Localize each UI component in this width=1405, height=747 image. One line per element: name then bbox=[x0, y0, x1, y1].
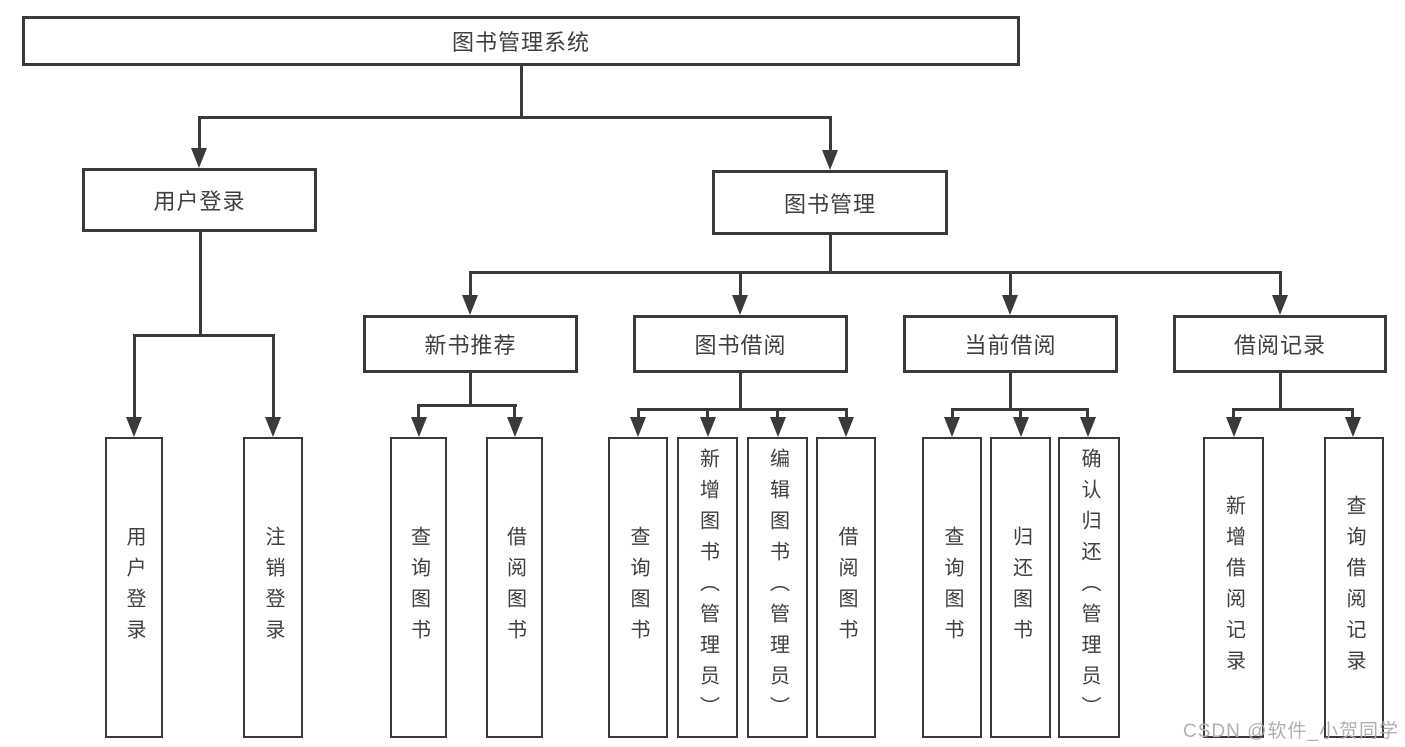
arrowhead-book-management bbox=[822, 150, 838, 170]
leaf-query-borrow-record: 查询借阅记录 bbox=[1324, 437, 1384, 738]
node-current-borrowing: 当前借阅 bbox=[903, 315, 1118, 373]
leaf-borrow-books-2: 借阅图书 bbox=[816, 437, 876, 738]
node-book-management: 图书管理 bbox=[712, 170, 948, 235]
arrowhead-current-borrowing bbox=[1002, 295, 1018, 315]
connector-drop-leaf-logout bbox=[271, 333, 275, 420]
connector-drop-nb-query bbox=[417, 403, 420, 422]
connector-drop-br-add bbox=[1232, 407, 1235, 422]
arrowhead-br-add bbox=[1225, 417, 1242, 437]
connector-book-management-trunk bbox=[828, 235, 832, 273]
node-user-login: 用户登录 bbox=[82, 168, 317, 232]
leaf-add-borrow-record-label: 新增借阅记录 bbox=[1222, 494, 1245, 681]
connector-drop-bb-add bbox=[706, 407, 709, 422]
connector-borrowing-records-channel bbox=[1232, 407, 1354, 411]
node-new-book-recommend: 新书推荐 bbox=[363, 315, 578, 373]
connector-drop-br-query bbox=[1351, 407, 1354, 422]
connector-drop-bb-query bbox=[636, 407, 640, 422]
connector-drop-bb-edit bbox=[776, 407, 779, 422]
arrowhead-br-query bbox=[1344, 417, 1361, 437]
connector-user-login-trunk bbox=[198, 232, 202, 337]
connector-borrowing-records-trunk bbox=[1278, 373, 1282, 411]
connector-drop-leaf-user-login bbox=[132, 333, 136, 420]
connector-root-channel bbox=[197, 115, 832, 119]
leaf-user-login: 用户登录 bbox=[105, 437, 163, 738]
leaf-borrow-books-1: 借阅图书 bbox=[486, 437, 543, 738]
connector-drop-cb-query bbox=[950, 407, 954, 422]
root-node-label: 图书管理系统 bbox=[451, 30, 590, 55]
leaf-query-books-2-label: 查询图书 bbox=[627, 525, 649, 650]
connector-root-trunk bbox=[519, 66, 523, 118]
leaf-edit-book-admin-label: 编辑图书（管理员） bbox=[766, 448, 789, 727]
leaf-query-books-1: 查询图书 bbox=[390, 437, 447, 738]
node-user-login-label: 用户登录 bbox=[153, 189, 246, 214]
arrowhead-cb-query bbox=[944, 417, 960, 437]
leaf-add-borrow-record: 新增借阅记录 bbox=[1203, 437, 1264, 738]
connector-user-login-channel bbox=[132, 333, 275, 337]
connector-drop-book-borrowing bbox=[738, 270, 742, 298]
connector-drop-nb-borrow bbox=[513, 403, 516, 422]
connector-drop-borrowing-records bbox=[1278, 270, 1282, 298]
arrowhead-user-login bbox=[191, 148, 207, 168]
arrowhead-cb-confirm bbox=[1079, 417, 1096, 437]
watermark: CSDN @软件_小贺同学 bbox=[1183, 721, 1399, 742]
connector-book-borrowing-trunk bbox=[738, 373, 742, 411]
leaf-query-books-2: 查询图书 bbox=[608, 437, 668, 738]
connector-drop-new-book bbox=[468, 270, 472, 298]
arrowhead-borrowing-records bbox=[1272, 295, 1288, 315]
arrowhead-book-borrowing bbox=[732, 295, 748, 315]
root-node-library-system: 图书管理系统 bbox=[22, 16, 1020, 66]
arrowhead-new-book bbox=[462, 295, 478, 315]
leaf-query-books-1-label: 查询图书 bbox=[407, 525, 430, 650]
connector-drop-book-management bbox=[828, 115, 832, 154]
arrowhead-bb-query bbox=[630, 417, 646, 437]
connector-book-borrowing-channel bbox=[636, 407, 848, 411]
arrowhead-bb-edit bbox=[769, 417, 786, 437]
arrowhead-nb-query bbox=[410, 417, 427, 437]
leaf-add-book-admin: 新增图书（管理员） bbox=[677, 437, 738, 738]
leaf-query-borrow-record-label: 查询借阅记录 bbox=[1343, 494, 1365, 681]
leaf-logout-label: 注销登录 bbox=[262, 525, 284, 650]
leaf-borrow-books-2-label: 借阅图书 bbox=[835, 525, 857, 650]
leaf-confirm-return-admin: 确认归还（管理员） bbox=[1058, 437, 1120, 738]
connector-drop-cb-return bbox=[1019, 407, 1022, 422]
leaf-borrow-books-1-label: 借阅图书 bbox=[503, 525, 526, 650]
leaf-confirm-return-admin-label: 确认归还（管理员） bbox=[1078, 448, 1100, 727]
arrowhead-nb-borrow bbox=[506, 417, 523, 437]
connector-drop-current-borrowing bbox=[1008, 270, 1012, 298]
leaf-query-books-3-label: 查询图书 bbox=[941, 525, 963, 650]
node-book-borrowing: 图书借阅 bbox=[633, 315, 848, 373]
arrowhead-cb-return bbox=[1012, 417, 1029, 437]
leaf-user-login-label: 用户登录 bbox=[123, 525, 145, 650]
node-book-borrowing-label: 图书借阅 bbox=[694, 333, 787, 358]
leaf-return-book: 归还图书 bbox=[990, 437, 1051, 738]
connector-new-book-channel bbox=[417, 403, 517, 407]
node-new-book-recommend-label: 新书推荐 bbox=[424, 333, 517, 358]
leaf-edit-book-admin: 编辑图书（管理员） bbox=[747, 437, 808, 738]
node-book-management-label: 图书管理 bbox=[783, 191, 876, 217]
leaf-query-books-3: 查询图书 bbox=[922, 437, 982, 738]
node-borrowing-records: 借阅记录 bbox=[1173, 315, 1387, 373]
leaf-logout: 注销登录 bbox=[243, 437, 303, 738]
node-current-borrowing-label: 当前借阅 bbox=[964, 333, 1057, 358]
leaf-return-book-label: 归还图书 bbox=[1009, 525, 1032, 650]
connector-drop-bb-borrow bbox=[844, 407, 848, 422]
leaf-add-book-admin-label: 新增图书（管理员） bbox=[696, 448, 719, 727]
connector-current-borrowing-trunk bbox=[1008, 373, 1012, 411]
arrowhead-bb-add bbox=[699, 417, 716, 437]
connector-drop-cb-confirm bbox=[1086, 407, 1089, 422]
node-borrowing-records-label: 借阅记录 bbox=[1233, 333, 1326, 358]
arrowhead-bb-borrow bbox=[838, 417, 854, 437]
arrowhead-leaf-logout bbox=[265, 417, 281, 437]
connector-new-book-trunk bbox=[468, 373, 472, 407]
arrowhead-leaf-user-login bbox=[126, 417, 142, 437]
connector-drop-user-login bbox=[197, 115, 201, 152]
connector-level3-channel bbox=[468, 270, 1282, 274]
